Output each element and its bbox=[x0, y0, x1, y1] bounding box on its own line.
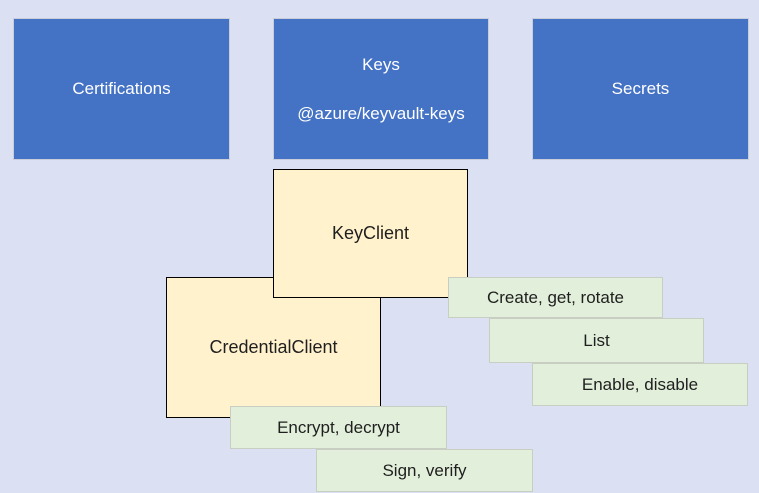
module-label-secrets: Secrets bbox=[611, 79, 670, 98]
operation-label-create-get-rotate: Create, get, rotate bbox=[486, 287, 625, 307]
client-box-credentialclient: CredentialClient bbox=[166, 277, 381, 418]
operation-label-list: List bbox=[583, 330, 610, 350]
module-label-certifications: Certifications bbox=[72, 79, 171, 98]
client-box-keyclient: KeyClient bbox=[273, 169, 468, 298]
module-sublabel-keys-package: @azure/keyvault-keys bbox=[297, 103, 465, 123]
client-label-credentialclient: CredentialClient bbox=[209, 337, 338, 357]
operation-label-encrypt-decrypt: Encrypt, decrypt bbox=[277, 417, 400, 437]
operation-box-encrypt-decrypt: Encrypt, decrypt bbox=[230, 406, 447, 449]
operation-label-enable-disable: Enable, disable bbox=[581, 374, 699, 394]
operation-box-create-get-rotate: Create, get, rotate bbox=[448, 277, 663, 318]
client-label-keyclient: KeyClient bbox=[331, 223, 410, 243]
module-box-secrets: Secrets bbox=[532, 18, 749, 160]
module-box-certifications: Certifications bbox=[13, 18, 230, 160]
module-box-keys: Keys @azure/keyvault-keys bbox=[273, 18, 489, 160]
module-label-keys: Keys bbox=[362, 54, 400, 74]
operation-box-list: List bbox=[489, 318, 704, 363]
operation-box-enable-disable: Enable, disable bbox=[532, 363, 748, 406]
operation-box-sign-verify: Sign, verify bbox=[316, 449, 533, 492]
operation-label-sign-verify: Sign, verify bbox=[382, 460, 467, 480]
